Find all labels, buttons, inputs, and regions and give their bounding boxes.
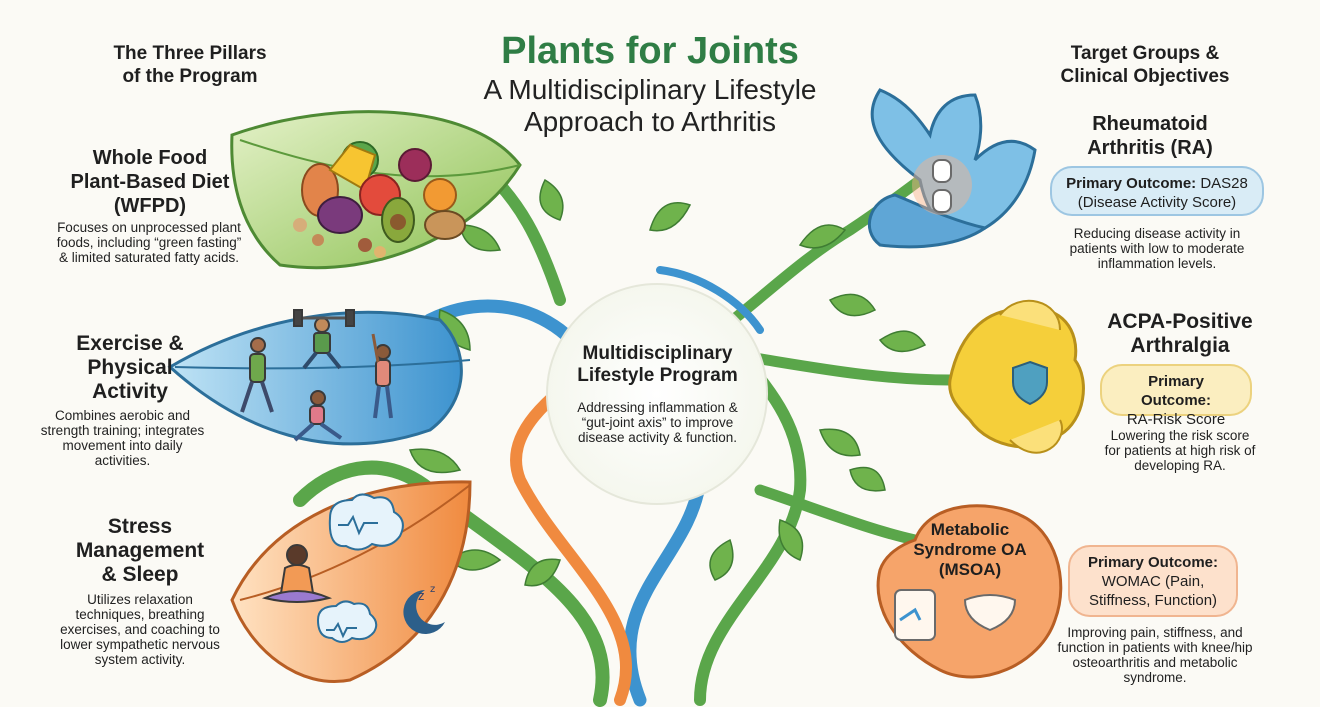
svg-text:z: z xyxy=(418,589,424,603)
exercise-leaf xyxy=(167,309,471,446)
target-msoa-text: Improving pain, stiffness, and function … xyxy=(1057,625,1253,685)
center-text: Addressing inflammation & “gut-joint axi… xyxy=(577,400,738,445)
right-section-heading: Target Groups & Clinical Objectives xyxy=(1060,43,1230,87)
msoa-flower xyxy=(876,504,1063,679)
dumbbell-icon xyxy=(293,309,355,370)
meditation-icon xyxy=(261,544,333,603)
pillar-diet-title: Whole Food Plant-Based Diet (WFPD) xyxy=(70,147,230,217)
pillar-exercise-text: Combines aerobic and strength training; … xyxy=(40,408,205,468)
vegetables-icon xyxy=(293,141,466,258)
joint-icon xyxy=(912,155,972,215)
target-msoa-outcome: Primary Outcome: WOMAC (Pain, Stiffness,… xyxy=(1068,545,1238,617)
target-ra-outcome: Primary Outcome: DAS28 (Disease Activity… xyxy=(1050,166,1264,216)
pillar-stress-title: Stress Management & Sleep xyxy=(75,515,205,586)
target-msoa-title: Metabolic Syndrome OA (MSOA) xyxy=(913,520,1027,579)
hip-icon xyxy=(963,594,1017,632)
pillar-exercise-title: Exercise & Physical Activity xyxy=(76,332,184,403)
knee-icon xyxy=(894,589,936,641)
stretching-person-icon xyxy=(371,333,393,419)
moon-icon: z z xyxy=(403,584,445,634)
pillar-stress-text: Utilizes relaxation techniques, breathin… xyxy=(60,592,220,667)
ra-flower xyxy=(867,88,1037,249)
center-title: Multidisciplinary Lifestyle Program xyxy=(577,343,738,386)
page-subtitle: A Multidisciplinary Lifestyle Approach t… xyxy=(483,74,817,137)
decor-leaves xyxy=(409,178,927,587)
target-acpa-outcome: Primary Outcome: RA-Risk Score xyxy=(1100,364,1252,428)
lunging-person-icon xyxy=(293,390,343,442)
diet-leaf xyxy=(230,110,522,270)
svg-text:z: z xyxy=(430,584,435,595)
target-acpa-title: ACPA-Positive Arthralgia xyxy=(1107,310,1253,357)
target-ra-text: Reducing disease activity in patients wi… xyxy=(1069,226,1245,271)
stress-leaf: z z xyxy=(230,480,472,683)
center-circle xyxy=(546,283,768,505)
shield-icon xyxy=(1012,360,1048,406)
plant-stems xyxy=(293,139,956,707)
acpa-flower xyxy=(948,299,1085,454)
pillar-diet-text: Focuses on unprocessed plant foods, incl… xyxy=(56,220,242,265)
brain-icon xyxy=(328,493,404,551)
target-acpa-text: Lowering the risk score for patients at … xyxy=(1104,428,1256,473)
person-walking-icon xyxy=(240,337,274,413)
left-section-heading: The Three Pillars of the Program xyxy=(113,43,267,87)
brain-small-icon xyxy=(316,600,378,643)
target-ra-title: Rheumatoid Arthritis (RA) xyxy=(1087,113,1213,159)
page-title: Plants for Joints xyxy=(501,30,799,72)
